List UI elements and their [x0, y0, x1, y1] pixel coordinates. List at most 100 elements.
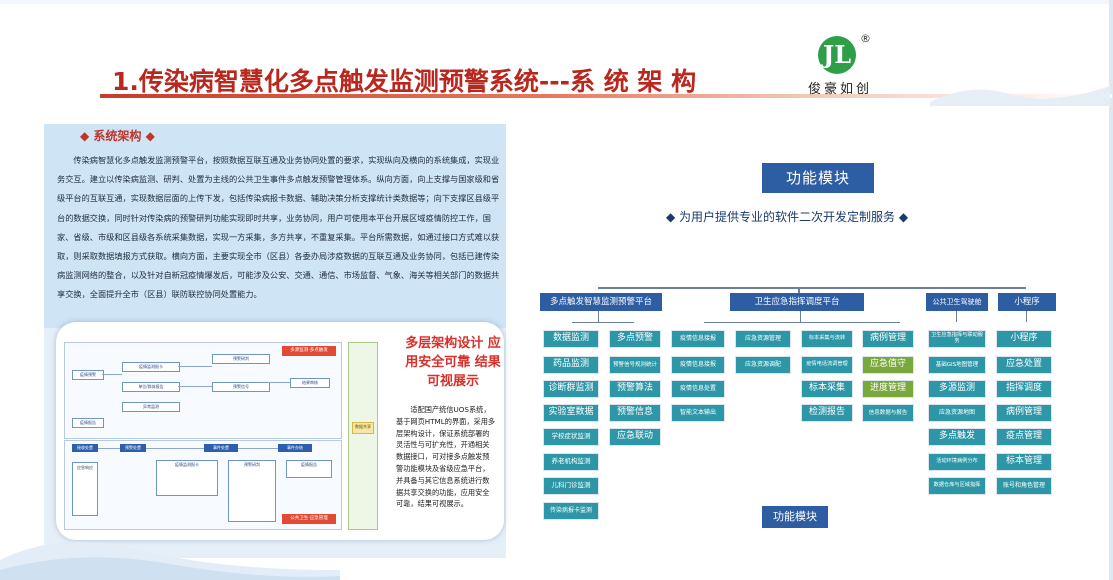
architecture-text-panel [44, 124, 506, 328]
module-box: 预警算法 [609, 380, 661, 398]
group-header: 公共卫生驾驶舱 [926, 293, 988, 311]
module-box: 智能文本输出 [671, 404, 725, 422]
module-box: 疫情信息接报 [671, 330, 725, 348]
page-title: 1.传染病智慧化多点触发监测预警系统---系 统 架 构 [112, 67, 697, 96]
mini-connector [238, 448, 278, 449]
mini-block: 疫情预警 [72, 370, 104, 380]
company-logo-icon: JL [818, 36, 856, 74]
company-name: 俊豪如创 [808, 82, 873, 97]
registered-mark: ® [860, 32, 871, 45]
mini-connector [268, 382, 290, 383]
architecture-paragraph: 传染病智慧化多点触发监测预警平台，按照数据互联互通及业务协同处置的要求，实现纵向… [57, 155, 500, 300]
group-header: 卫生应急指挥调度平台 [730, 293, 864, 311]
connector-line [704, 322, 900, 323]
module-box: 病例管理 [996, 404, 1052, 422]
function-module-footer: 功能模块 [762, 506, 828, 528]
module-box: 应急处置 [996, 356, 1052, 374]
connector-line [598, 287, 1026, 289]
module-box: 活动环境病例分布 [928, 453, 986, 471]
mini-connector [146, 448, 204, 449]
module-box: 标本采集与流转 [801, 330, 853, 348]
mini-block: 单位/群体报告 [122, 382, 180, 392]
module-box: 应急资源调配 [735, 356, 791, 374]
architecture-card: 疫情预警 疫情监测报卡 单位/群体报告 异常监测 预警研判 预警信号 疫情报告 … [56, 322, 504, 540]
module-box: 卫生应急指挥与联动服务 [928, 330, 986, 348]
mini-red-block: 公共卫生·应急管理 [282, 514, 336, 524]
module-box: 疫情信息接报 [671, 356, 725, 374]
module-box: 诊断群监测 [543, 380, 599, 398]
connector-line [800, 310, 801, 322]
mini-architecture-diagram: 疫情预警 疫情监测报卡 单位/群体报告 异常监测 预警研判 预警信号 疫情报告 … [64, 332, 386, 532]
wave-decor-icon [0, 542, 340, 580]
mini-frame-top [64, 342, 342, 439]
mini-block: 疫情报告 [72, 418, 104, 428]
module-box: 应急资源管理 [735, 330, 791, 348]
module-box: 应急联动 [609, 428, 661, 446]
mini-block: 预警信号 [212, 382, 270, 392]
mini-block: 疫情报告 [286, 460, 332, 478]
function-module-title: 功能模块 [762, 163, 874, 193]
title-underline [100, 94, 1112, 98]
mini-connector [178, 386, 212, 387]
module-box: 数据监测 [543, 330, 599, 348]
card-description: 适配国产统信UOS系统，基于网页HTML的界面，采用多层架构设计，保证系统部署的… [396, 405, 496, 509]
module-box: 检测报告 [801, 404, 853, 422]
card-heading: 多层架构设计 应用安全可靠 结果可视展示 [405, 336, 501, 389]
mini-side-block: 数据共享 [352, 422, 374, 434]
module-box: 预警信号规则统计 [609, 356, 661, 374]
mini-block: 疫情监测报卡 [156, 460, 218, 496]
top-decor-line [0, 0, 1113, 4]
module-box: 数据仓库与区域指挥 [928, 477, 986, 495]
module-box: 传染病报卡监测 [543, 502, 599, 520]
mini-blue-block: 事件处置 [204, 444, 238, 452]
connector-line [598, 310, 599, 322]
mini-block: 结果审核 [290, 378, 330, 388]
module-box: 信息数据与报告 [862, 404, 914, 422]
mini-blue-block: 接收处置 [72, 444, 98, 452]
mountain-decor-icon [930, 86, 1110, 106]
module-box: 学校症状监测 [543, 428, 599, 446]
group-header: 多点触发智慧监测预警平台 [540, 293, 662, 311]
mini-block: 预警研判 [228, 460, 276, 522]
module-box: 账号和角色管理 [996, 477, 1052, 495]
module-box: 病例管理 [862, 330, 914, 348]
connector-line [956, 310, 957, 322]
module-box: 疫情电话流调管理 [801, 356, 853, 374]
module-box: 小程序 [996, 330, 1052, 348]
module-box: 药品监测 [543, 356, 599, 374]
mini-blue-block: 事件办结 [278, 444, 312, 452]
module-box: 多点预警 [609, 330, 661, 348]
function-module-subtitle: ◆ 为用户提供专业的软件二次开发定制服务 ◆ [666, 210, 909, 224]
module-box: 指挥调度 [996, 380, 1052, 398]
module-box: 标本管理 [996, 453, 1052, 471]
mini-blue-block: 预警处置 [120, 444, 146, 452]
mini-block: 疫情监测报卡 [122, 362, 180, 372]
module-box: 应急资源地图 [928, 404, 986, 422]
mini-block: 异常监测 [122, 402, 180, 412]
mini-connector [102, 374, 122, 375]
module-box: 预警信息 [609, 404, 661, 422]
module-box: 进度管理 [862, 380, 914, 398]
module-box: 基础GIS地图管理 [928, 356, 986, 374]
connector-line [798, 288, 800, 296]
module-box: 实验室数据 [543, 404, 599, 422]
mini-side-frame [348, 342, 378, 530]
connector-line [572, 322, 634, 323]
mini-connector [98, 448, 120, 449]
module-box: 多源监测 [928, 380, 986, 398]
module-box: 标本采集 [801, 380, 853, 398]
group-header: 小程序 [998, 293, 1056, 311]
right-edge-bar [1109, 0, 1113, 580]
mini-connector [178, 366, 212, 367]
module-box: 疫情信息处置 [671, 380, 725, 398]
mini-block: 预警研判 [212, 354, 270, 364]
section-title: ◆ 系统架构 ◆ [80, 129, 155, 143]
mini-block: 应急响应 [72, 462, 98, 516]
mini-red-block: 多源监测·多点触发 [282, 346, 336, 356]
module-box: 疫点管理 [996, 428, 1052, 446]
connector-line [1026, 310, 1027, 322]
module-box: 多点触发 [928, 428, 986, 446]
module-box: 应急值守 [862, 356, 914, 374]
module-box: 养老机构监测 [543, 453, 599, 471]
module-box: 儿科门诊监测 [543, 477, 599, 495]
